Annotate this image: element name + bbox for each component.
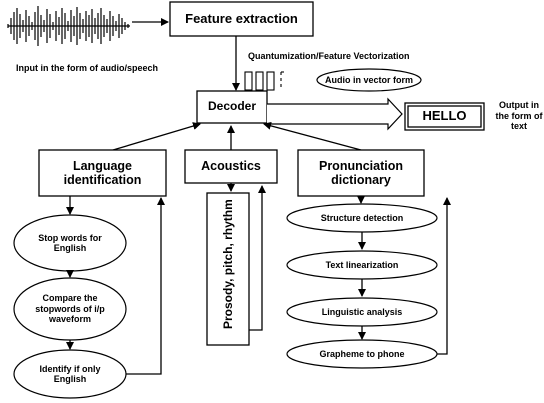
audio-vector-label: Audio in vector form xyxy=(324,74,413,85)
language-identification-box xyxy=(38,149,167,197)
pronunciation-dictionary-box xyxy=(297,149,425,197)
decoder-box xyxy=(196,90,268,124)
prosody-text: Prosody, pitch, rhythm xyxy=(221,199,235,329)
structure-detection-text: Structure detection xyxy=(320,212,404,223)
vector-bars-icon xyxy=(244,71,287,91)
arrow-grapheme-to-pronunciation xyxy=(437,197,451,355)
pronunciation-dictionary-title: Pronunciation dictionary xyxy=(318,158,404,187)
arrow-pronunciation-to-decoder xyxy=(263,121,362,151)
output-label: Output in the form of text xyxy=(495,100,543,132)
grapheme-to-phone-text: Grapheme to phone xyxy=(319,348,405,359)
audio-waveform-icon xyxy=(7,6,130,46)
quantization-label: Quantumization/Feature Vectorization xyxy=(248,50,410,61)
feature-extraction-title: Feature extraction xyxy=(185,10,298,26)
arrow-identify-to-language xyxy=(126,197,165,375)
stop-words-text: Stop words for English xyxy=(38,232,102,253)
text-linearization-text: Text linearization xyxy=(325,259,399,270)
audio-vector-ellipse xyxy=(316,68,422,92)
input-label: Input in the form of audio/speech xyxy=(16,62,159,73)
compare-text: Compare the stopwords of i/p waveform xyxy=(35,293,105,325)
hello-box-inner xyxy=(407,105,482,128)
identify-text: Identify if only English xyxy=(39,363,101,384)
arrow-prosody-to-acoustics xyxy=(249,185,266,331)
hello-text: HELLO xyxy=(422,108,467,124)
acoustics-box xyxy=(184,149,278,184)
feature-extraction-box xyxy=(169,1,314,37)
arrow-decoder-to-output xyxy=(267,97,403,131)
prosody-box xyxy=(206,192,250,346)
decoder-title: Decoder xyxy=(207,99,257,114)
language-identification-title: Language identification xyxy=(63,158,142,187)
linguistic-analysis-text: Linguistic analysis xyxy=(321,306,403,317)
arrow-language-to-decoder xyxy=(112,122,201,151)
acoustics-title: Acoustics xyxy=(201,159,261,174)
